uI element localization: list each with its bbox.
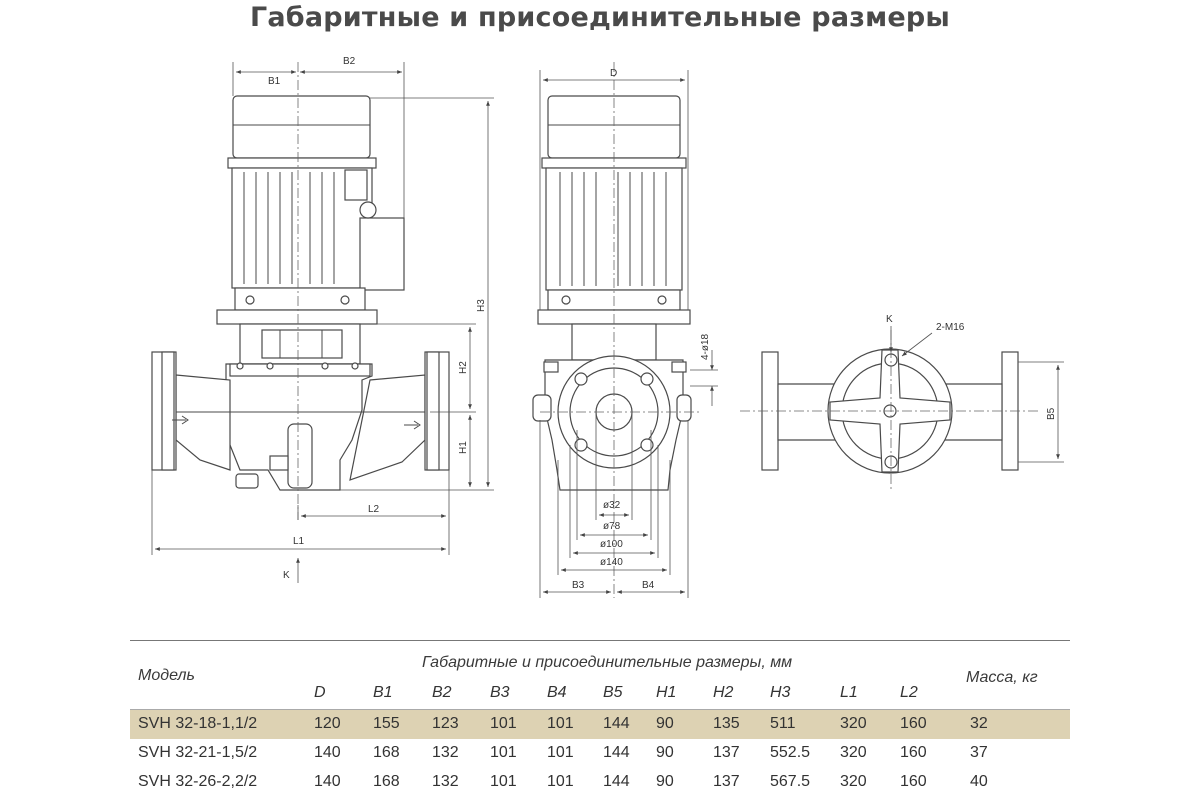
value-cell: 101 xyxy=(490,715,517,732)
value-cell: 552.5 xyxy=(770,744,811,761)
col-header: B5 xyxy=(603,684,623,701)
value-cell: 320 xyxy=(840,744,867,761)
side-view-dimensions: B1 B2 H3 H2 H1 L2 L1 K xyxy=(151,56,494,583)
value-cell: 137 xyxy=(713,773,740,790)
value-cell: 511 xyxy=(770,715,796,732)
value-cell: 137 xyxy=(713,744,740,761)
value-cell: 168 xyxy=(373,773,400,790)
mass-cell: 37 xyxy=(970,744,988,761)
label-h3: H3 xyxy=(476,299,487,312)
label-k-plan: K xyxy=(886,314,893,325)
side-view xyxy=(151,62,450,520)
col-header: B1 xyxy=(373,684,393,701)
label-b3: B3 xyxy=(572,580,585,591)
value-cell: 123 xyxy=(432,715,459,732)
page-title: Габаритные и присоединительные размеры xyxy=(249,2,951,33)
value-cell: 160 xyxy=(900,773,927,790)
model-header: Модель xyxy=(138,667,195,684)
value-cell: 567.5 xyxy=(770,773,811,790)
value-cell: 132 xyxy=(432,744,459,761)
mass-cell: 40 xyxy=(970,773,988,790)
label-d: D xyxy=(610,68,617,79)
label-b1: B1 xyxy=(268,76,281,87)
dimensions-group-header: Габаритные и присоединительные размеры, … xyxy=(422,654,793,671)
plan-view xyxy=(740,330,1040,490)
value-cell: 140 xyxy=(314,773,341,790)
model-cell: SVH 32-21-1,5/2 xyxy=(138,744,258,761)
value-cell: 101 xyxy=(547,744,574,761)
col-header: B3 xyxy=(490,684,510,701)
front-view-dimensions: D 4-ø18 ø32 ø78 ø100 ø140 B3 B4 xyxy=(539,68,718,598)
value-cell: 101 xyxy=(490,773,517,790)
value-cell: 155 xyxy=(373,715,400,732)
table-row: SVH 32-26-2,2/2 140 168 132 101 101 144 … xyxy=(130,768,1070,797)
value-cell: 101 xyxy=(547,715,574,732)
value-cell: 168 xyxy=(373,744,400,761)
mass-header: Масса, кг xyxy=(966,669,1038,686)
label-d140: ø140 xyxy=(600,557,623,568)
value-cell: 320 xyxy=(840,715,867,732)
label-b4: B4 xyxy=(642,580,655,591)
col-header: L2 xyxy=(900,684,918,701)
front-view xyxy=(532,62,700,598)
value-cell: 132 xyxy=(432,773,459,790)
value-cell: 101 xyxy=(547,773,574,790)
label-h2: H2 xyxy=(458,361,469,374)
col-header: H1 xyxy=(656,684,677,701)
model-cell: SVH 32-18-1,1/2 xyxy=(138,715,258,732)
value-cell: 160 xyxy=(900,744,927,761)
value-cell: 144 xyxy=(603,773,630,790)
table-row: SVH 32-21-1,5/2 140 168 132 101 101 144 … xyxy=(130,739,1070,768)
col-header: B2 xyxy=(432,684,452,701)
value-cell: 144 xyxy=(603,744,630,761)
label-m16: 2-M16 xyxy=(936,322,965,333)
col-header: L1 xyxy=(840,684,858,701)
plan-view-dimensions: K 2-M16 B5 xyxy=(886,314,1064,463)
label-d100: ø100 xyxy=(600,539,623,550)
col-header: H3 xyxy=(770,684,791,701)
table-row: SVH 32-18-1,1/2 120 155 123 101 101 144 … xyxy=(130,710,1070,739)
value-cell: 90 xyxy=(656,744,674,761)
value-cell: 144 xyxy=(603,715,630,732)
col-header: D xyxy=(314,684,326,701)
label-k-side: K xyxy=(283,570,290,581)
value-cell: 135 xyxy=(713,715,740,732)
label-l1: L1 xyxy=(293,536,305,547)
label-l2: L2 xyxy=(368,504,380,515)
label-d78: ø78 xyxy=(603,521,621,532)
model-cell: SVH 32-26-2,2/2 xyxy=(138,773,258,790)
label-h1: H1 xyxy=(458,441,469,454)
value-cell: 320 xyxy=(840,773,867,790)
col-header: B4 xyxy=(547,684,567,701)
label-d32: ø32 xyxy=(603,500,621,511)
mass-cell: 32 xyxy=(970,715,988,732)
value-cell: 101 xyxy=(490,744,517,761)
label-b2: B2 xyxy=(343,56,356,67)
label-b5: B5 xyxy=(1046,407,1057,420)
dimension-drawing: B1 B2 H3 H2 H1 L2 L1 K xyxy=(151,56,1064,598)
col-header: H2 xyxy=(713,684,734,701)
value-cell: 90 xyxy=(656,715,674,732)
value-cell: 140 xyxy=(314,744,341,761)
label-bolts: 4-ø18 xyxy=(700,333,711,360)
value-cell: 120 xyxy=(314,715,341,732)
value-cell: 160 xyxy=(900,715,927,732)
value-cell: 90 xyxy=(656,773,674,790)
